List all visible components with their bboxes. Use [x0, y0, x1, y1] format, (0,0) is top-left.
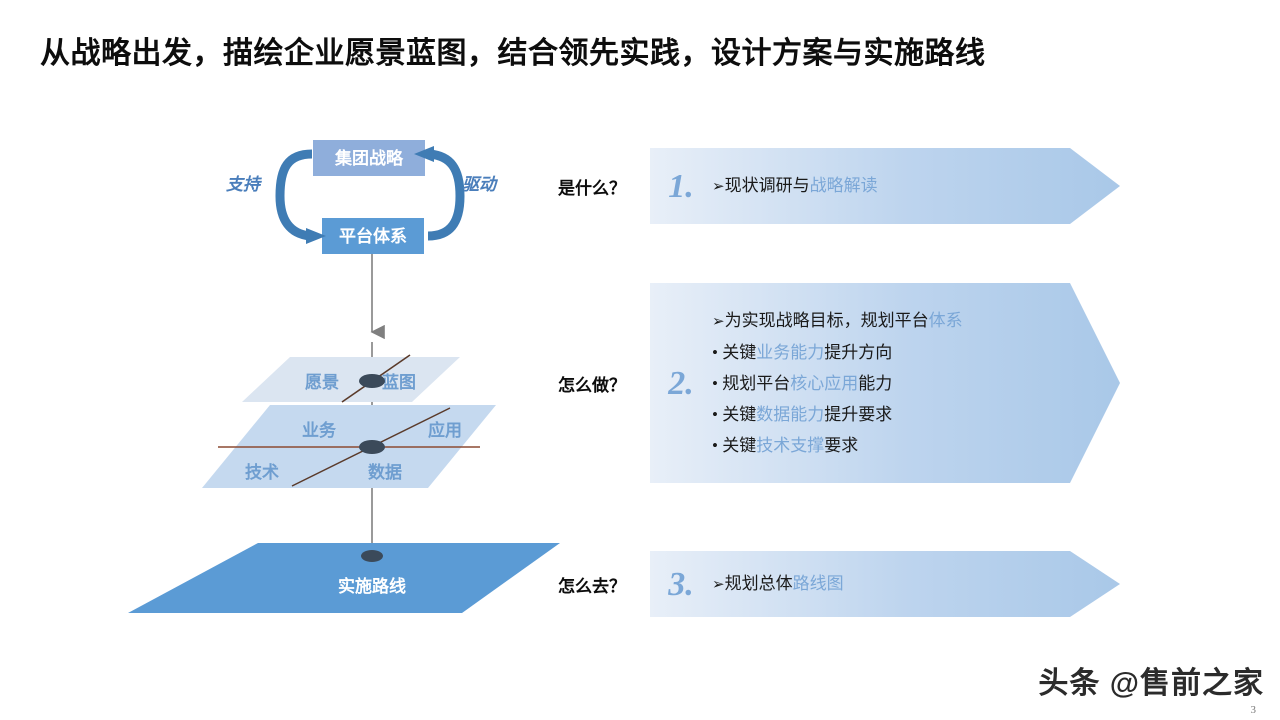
banner-arrow-shape-3: 3. ➢规划总体路线图: [650, 551, 1120, 617]
vision-plane-group: 愿景 蓝图: [242, 354, 460, 403]
banner-number-3: 3.: [668, 566, 694, 603]
roadmap-plane: [128, 543, 560, 613]
banner-question-1: 是什么？: [558, 178, 626, 198]
roadmap-plane-group: 实施路线: [128, 543, 560, 613]
application-label: 应用: [428, 420, 462, 440]
page-number: 3: [1250, 704, 1257, 716]
strategy-diagram: 集团战略 平台体系 支持 驱动 愿景 蓝图: [0, 110, 560, 650]
banner-row-1[interactable]: 是什么？ 1. ➢现状调研与战略解读: [558, 148, 1120, 224]
banner-question-3: 怎么去？: [558, 576, 626, 596]
vision-label: 愿景: [305, 373, 339, 392]
bullet-dot-icon: •: [712, 343, 718, 362]
banner-text-segment: 规划平台: [722, 374, 791, 393]
banner-text-highlight: 业务能力: [756, 343, 825, 362]
banner-text-segment: 提升方向: [824, 343, 893, 362]
strategy-box-label: 集团战略: [334, 148, 404, 168]
roadmap-node: [361, 550, 383, 562]
business-label: 业务: [302, 420, 337, 440]
banner-row-3[interactable]: 怎么去？ 3. ➢规划总体路线图: [558, 551, 1120, 617]
platform-box-group: 平台体系: [322, 218, 424, 254]
banner-arrow-shape-2: 2. ➢为实现战略目标，规划平台体系 • 关键业务能力提升方向 • 规划平台核心…: [650, 283, 1120, 483]
banner-line: • 关键业务能力提升方向: [712, 337, 1118, 368]
banner-text-segment: 为实现战略目标，规划平台: [724, 311, 929, 330]
support-arrow-icon: [275, 149, 326, 244]
platform-box-label: 平台体系: [339, 226, 407, 246]
bullet-arrow-icon: ➢: [712, 314, 725, 330]
banner-text-segment: 关键: [722, 343, 757, 362]
watermark: 头条 @售前之家: [1038, 667, 1264, 700]
banner-text-highlight: 战略解读: [809, 176, 878, 195]
banner-row-2[interactable]: 怎么做？ 2. ➢为实现战略目标，规划平台体系 • 关键业务能力提升方向: [558, 283, 1120, 483]
platform-box: [322, 218, 424, 254]
banner-text-segment: 规划总体: [724, 574, 793, 593]
banner-number-1: 1.: [668, 168, 694, 205]
roadmap-label: 实施路线: [338, 576, 406, 596]
banner-line: ➢现状调研与战略解读: [712, 177, 1118, 195]
banner-text-highlight: 路线图: [792, 574, 844, 593]
banner-text-segment: 提升要求: [824, 405, 893, 424]
bullet-arrow-icon: ➢: [712, 179, 725, 195]
architecture-node: [359, 440, 385, 454]
banner-arrow-shape-1: 1. ➢现状调研与战略解读: [650, 148, 1120, 224]
banner-text-highlight: 数据能力: [756, 405, 825, 424]
drive-label: 驱动: [462, 175, 499, 194]
blueprint-label: 蓝图: [382, 373, 416, 392]
bullet-dot-icon: •: [712, 405, 718, 424]
banner-text-highlight: 技术支撑: [756, 436, 825, 455]
page-title: 从战略出发，描绘企业愿景蓝图，结合领先实践，设计方案与实施路线: [40, 37, 986, 70]
drive-arrow-icon: [414, 146, 465, 241]
strategy-box: [313, 140, 425, 176]
bullet-dot-icon: •: [712, 436, 718, 455]
data-label: 数据: [368, 462, 402, 482]
banner-lines-1: ➢现状调研与战略解读: [712, 177, 1118, 195]
banner-line: • 规划平台核心应用能力: [712, 368, 1118, 399]
vision-node: [359, 374, 385, 388]
vision-plane: [242, 357, 460, 402]
banner-line: • 关键技术支撑要求: [712, 430, 1118, 461]
banner-line: • 关键数据能力提升要求: [712, 399, 1118, 430]
architecture-plane-group: 业务 应用 技术 数据: [202, 405, 496, 488]
banner-text-segment: 关键: [722, 405, 757, 424]
technology-label: 技术: [245, 462, 279, 482]
banner-line: ➢为实现战略目标，规划平台体系: [712, 305, 1118, 337]
banner-lines-3: ➢规划总体路线图: [712, 575, 1118, 593]
banner-number-2: 2.: [668, 365, 694, 402]
banner-text-highlight: 体系: [928, 311, 963, 330]
bullet-dot-icon: •: [712, 374, 718, 393]
banner-question-2: 怎么做？: [558, 375, 626, 395]
strategy-box-group: 集团战略: [313, 140, 425, 176]
banner-text-segment: 能力: [858, 374, 893, 393]
banner-lines-2: ➢为实现战略目标，规划平台体系 • 关键业务能力提升方向 • 规划平台核心应用能…: [712, 305, 1118, 461]
banner-text-segment: 要求: [824, 436, 859, 455]
banner-text-segment: 关键: [722, 436, 757, 455]
banner-text-segment: 现状调研与: [724, 176, 810, 195]
bullet-arrow-icon: ➢: [712, 577, 725, 593]
support-label: 支持: [226, 175, 262, 194]
banner-text-highlight: 核心应用: [790, 374, 859, 393]
banner-line: ➢规划总体路线图: [712, 575, 1118, 593]
